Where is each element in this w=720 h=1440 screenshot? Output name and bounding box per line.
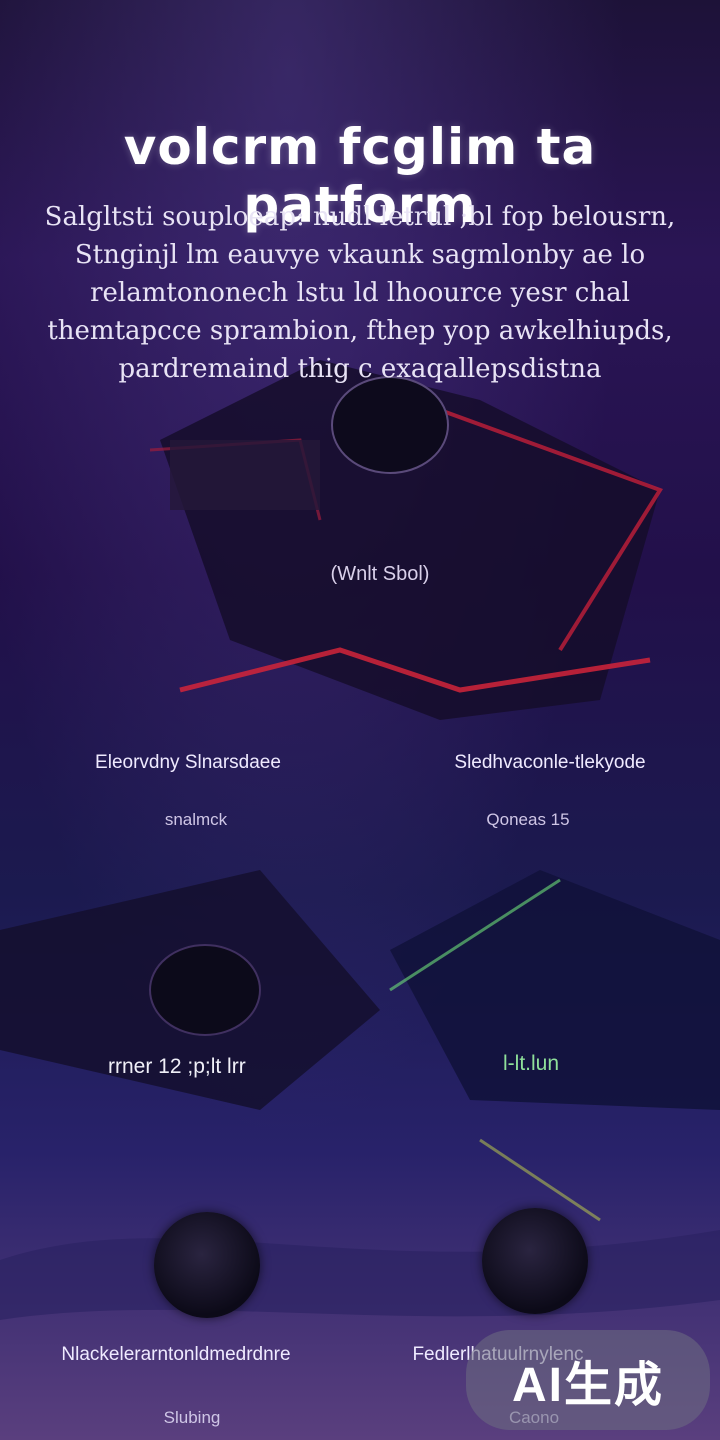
- product-card-subtitle-1: Slubing: [163, 1408, 221, 1427]
- feature-card-title-1[interactable]: Eleorvdny Slnarsdaee: [95, 752, 281, 773]
- feature-card-subtitle-2: Qoneas 15: [486, 810, 570, 829]
- device-label-2: l-lt.lun: [503, 1052, 560, 1075]
- device-label-1: rrner 12 ;p;lt lrr: [108, 1055, 246, 1078]
- feature-card-title-2[interactable]: Sledhvaconle-tlekyode: [454, 752, 646, 773]
- product-card-title-1[interactable]: Nlackelerarntonldmedrdnre: [61, 1344, 291, 1365]
- hero-description: Salgltsti souploeap: nudl letrul ;bl fop…: [44, 202, 676, 384]
- product-thumbnail-1[interactable]: [154, 1212, 260, 1318]
- ai-generated-watermark: AI生成: [466, 1330, 710, 1430]
- page-title: volcrm fcglim ta patform: [123, 118, 597, 234]
- feature-card-subtitle-1: snalmck: [164, 810, 228, 829]
- product-thumbnail-2[interactable]: [482, 1208, 588, 1314]
- hero-image-caption: (Wnlt Sbol): [330, 563, 430, 585]
